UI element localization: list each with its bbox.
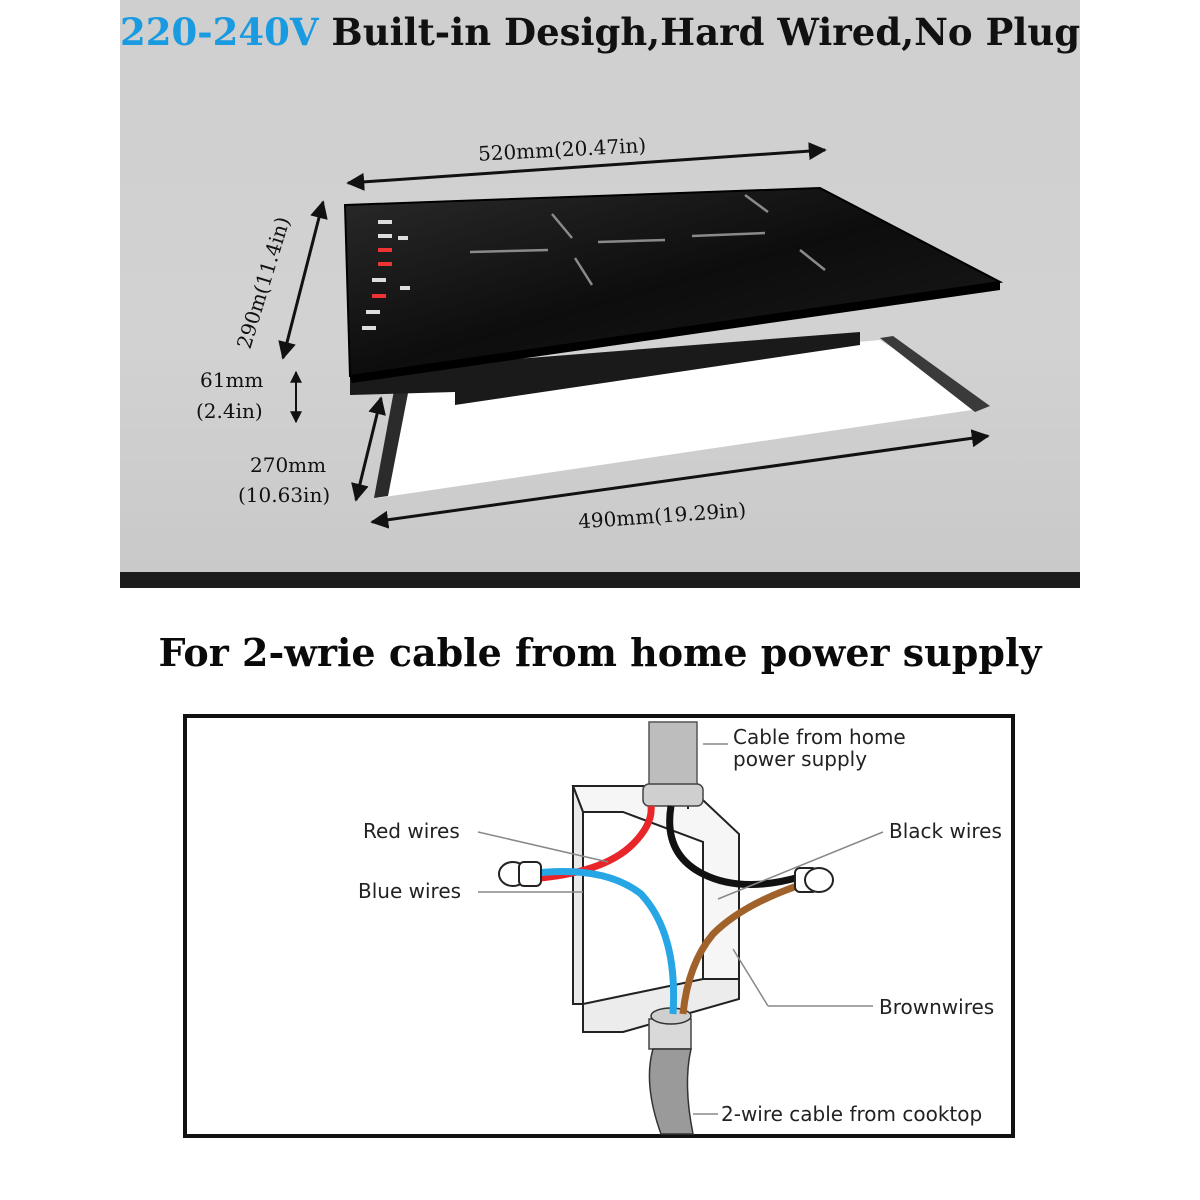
cutout-depth-mm-label: 270mm xyxy=(250,453,326,477)
wiring-diagram-frame xyxy=(183,714,1015,1138)
glass-edge xyxy=(350,282,1000,383)
cable-home-label-line2: power supply xyxy=(733,747,867,771)
cooktop-cable-label: 2-wire cable from cooktop xyxy=(721,1102,982,1126)
cutout-depth-in-label: (10.63in) xyxy=(238,483,330,507)
brown-wire xyxy=(679,880,805,1015)
install-type-label: Built-in Desigh,Hard Wired,No Plug xyxy=(318,10,1081,54)
height-mm-label: 61mm xyxy=(200,368,263,392)
depth-arrow xyxy=(278,200,328,360)
cutout-width-arrow xyxy=(370,429,990,529)
top-heading: 220-240V Built-in Desigh,Hard Wired,No P… xyxy=(120,10,1080,54)
black-wires-label: Black wires xyxy=(889,819,1002,843)
wiring-diagram: Cable from home power supply Red wires B… xyxy=(358,721,1002,1135)
wiring-heading: For 2-wrie cable from home power supply xyxy=(158,630,1042,675)
cooktop-underbody xyxy=(350,332,860,405)
panel-divider-bar xyxy=(120,572,1080,588)
control-panel xyxy=(362,220,410,330)
black-wire xyxy=(666,805,805,889)
cooktop-cable-conduit xyxy=(648,1007,694,1135)
wire-nut-left xyxy=(498,861,542,887)
red-wires-label: Red wires xyxy=(363,819,460,843)
leader-lines xyxy=(477,743,884,1115)
junction-box xyxy=(571,785,740,1033)
depth-label: 290m(11.4in) xyxy=(232,214,295,352)
cutout-depth-arrow xyxy=(351,396,386,502)
cutout-rail-right xyxy=(880,336,990,412)
voltage-label: 220-240V xyxy=(120,10,319,54)
blue-wire xyxy=(527,868,678,1015)
blue-wires-label: Blue wires xyxy=(358,879,461,903)
cooktop-dimension-drawing: 520mm(20.47in) 290m(11.4in) 61mm (2.4in)… xyxy=(196,133,1004,534)
wire-nut-right xyxy=(794,867,834,893)
home-cable-conduit xyxy=(642,721,704,807)
cooking-zone-markers xyxy=(469,193,826,286)
top-width-arrow xyxy=(346,142,827,191)
height-in-label: (2.4in) xyxy=(196,399,263,423)
red-wire xyxy=(527,805,655,883)
brown-wires-label: Brownwires xyxy=(879,995,994,1019)
top-width-label: 520mm(20.47in) xyxy=(477,133,646,166)
cable-home-label-line1: Cable from home xyxy=(733,725,906,749)
cutout-width-label: 490mm(19.29in) xyxy=(577,498,747,534)
